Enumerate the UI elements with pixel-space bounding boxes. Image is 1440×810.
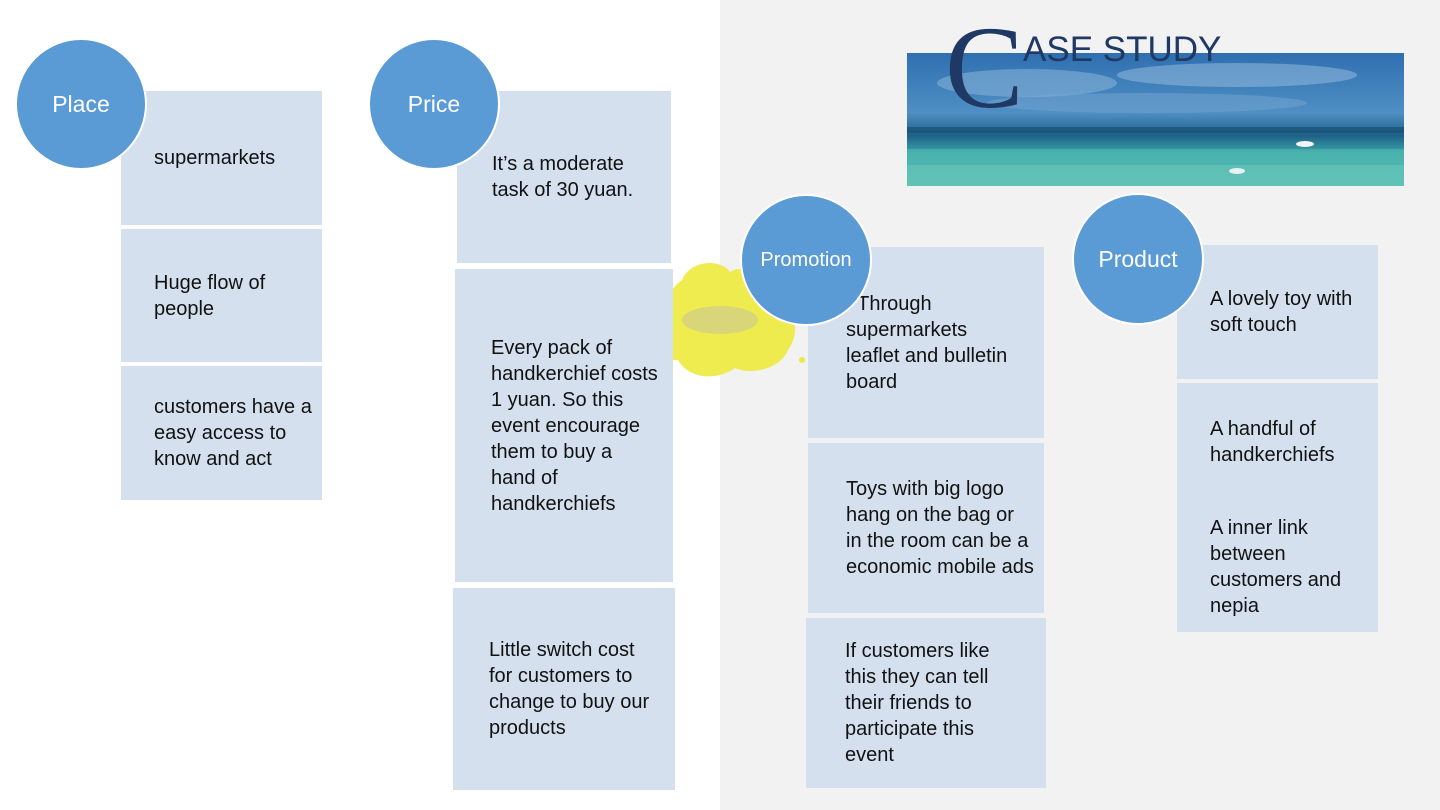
place-item-1: supermarkets (121, 91, 322, 225)
place-label: Place (52, 90, 110, 117)
promotion-label: Promotion (760, 249, 852, 271)
promotion-circle: Promotion (740, 194, 872, 326)
promotion-item-3-text: If customers like this they can tell the… (845, 640, 990, 766)
place-circle: Place (15, 38, 147, 170)
place-item-2-text: Huge flow of people (154, 271, 266, 320)
price-item-1-text: It’s a moderate task of 30 yuan. (492, 153, 634, 201)
product-circle: Product (1072, 193, 1204, 325)
case-study-banner-image (907, 53, 1404, 186)
price-item-3-text: Little switch cost for customers to chan… (489, 639, 650, 739)
place-item-3: customers have a easy access to know and… (121, 366, 322, 500)
product-item-2: A handful of handkerchiefs (1177, 383, 1378, 501)
product-item-3-text: A inner link between customers and nepia (1210, 516, 1342, 617)
promotion-item-3: If customers like this they can tell the… (806, 618, 1046, 788)
price-circle: Price (368, 38, 500, 170)
promotion-item-2-text: Toys with big logo hang on the bag or in… (846, 478, 1034, 578)
product-item-1: A lovely toy with soft touch (1177, 245, 1378, 379)
price-item-2-text: Every pack of handkerchief costs 1 yuan.… (491, 336, 658, 515)
title-rest: ASE STUDY (1023, 30, 1222, 69)
place-item-3-text: customers have a easy access to know and… (154, 396, 312, 470)
product-item-2-text: A handful of handkerchiefs (1210, 418, 1335, 466)
price-label: Price (407, 90, 461, 117)
product-item-3: A inner link between customers and nepia (1177, 501, 1378, 632)
price-item-3: Little switch cost for customers to chan… (453, 588, 675, 790)
promotion-item-1-text: Through supermarkets leaflet and bulleti… (846, 292, 1008, 393)
product-item-1-text: A lovely toy with soft touch (1210, 288, 1353, 336)
place-item-2: Huge flow of people (121, 229, 322, 362)
price-item-2: Every pack of handkerchief costs 1 yuan.… (455, 269, 673, 582)
product-label: Product (1098, 245, 1178, 272)
promotion-item-2: Toys with big logo hang on the bag or in… (808, 443, 1044, 613)
title-initial: C (945, 2, 1024, 133)
place-item-1-text: supermarkets (154, 147, 276, 169)
